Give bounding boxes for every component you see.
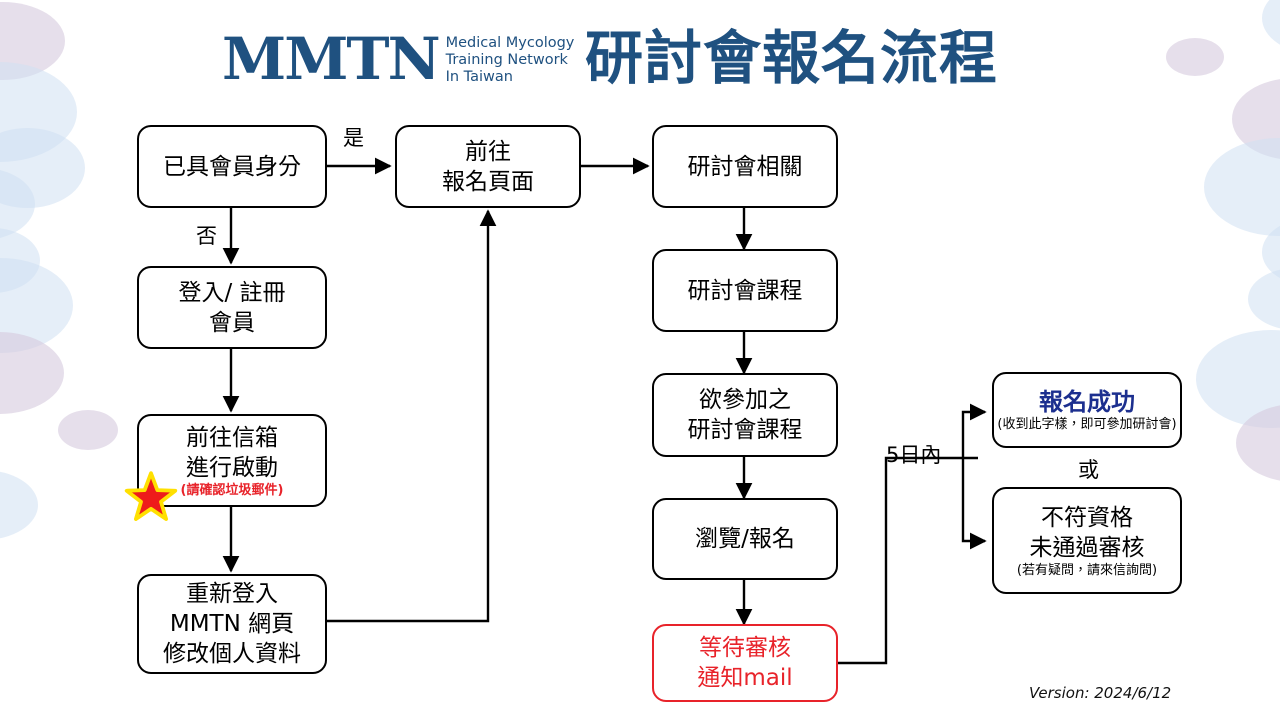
node-await-review-mail[interactable]: 等待審核 通知mail (652, 624, 838, 702)
node-activate-mailbox[interactable]: 前往信箱 進行啟動 (請確認垃圾郵件) (137, 414, 327, 507)
node-line: 前往信箱 (186, 424, 278, 451)
bg-blob (0, 228, 40, 293)
star-icon (124, 471, 178, 521)
bg-blob (1204, 138, 1280, 236)
bg-blob (1166, 38, 1224, 76)
node-line: 研討會課程 (687, 277, 803, 304)
node-line: 報名成功 (1039, 387, 1135, 416)
edge-split-to-rejected (961, 458, 987, 550)
node-line: 通知mail (697, 665, 793, 691)
bg-blob (1236, 404, 1280, 482)
node-registration-success[interactable]: 報名成功 (收到此字樣，即可參加研討會) (992, 372, 1182, 448)
edge-label-or: 或 (1078, 458, 1099, 482)
bg-blob (0, 332, 64, 414)
node-line: 修改個人資料 (163, 641, 301, 667)
mmtn-logo: MMTN Medical Mycology Training Network I… (222, 30, 574, 88)
node-line: 研討會課程 (687, 417, 803, 443)
node-member-check[interactable]: 已具會員身分 (137, 125, 327, 208)
bg-blob (0, 128, 85, 208)
node-seminar-courses[interactable]: 研討會課程 (652, 249, 838, 332)
node-not-qualified[interactable]: 不符資格 未通過審核 (若有疑問，請來信詢問) (992, 487, 1182, 594)
logo-tagline-line2: Training Network (445, 52, 568, 68)
node-note: (若有疑問，請來信詢問) (1016, 562, 1158, 578)
logo-wordmark: MMTN (222, 25, 441, 93)
node-login-register[interactable]: 登入/ 註冊 會員 (137, 266, 327, 349)
node-note: (收到此字樣，即可參加研討會) (997, 416, 1177, 432)
node-line: 進行啟動 (186, 454, 278, 481)
bg-blob (1196, 330, 1280, 428)
node-goto-registration-page[interactable]: 前往 報名頁面 (395, 125, 581, 208)
node-relogin-edit-profile[interactable]: 重新登入 MMTN 網頁 修改個人資料 (137, 574, 327, 674)
logo-tagline-line3: In Taiwan (445, 69, 513, 85)
node-browse-signup[interactable]: 瀏覽/報名 (652, 498, 838, 580)
node-line: 登入/ 註冊 (178, 279, 286, 306)
edge-relogin-to-registration (327, 209, 497, 623)
node-line: 欲參加之 (699, 387, 791, 413)
bg-blob (1262, 218, 1280, 286)
node-line: 研討會相關 (687, 153, 803, 180)
node-line: 前往 (465, 138, 511, 165)
node-line: 報名頁面 (442, 168, 534, 195)
page-title: 研討會報名流程 (585, 24, 999, 92)
node-line: 會員 (209, 309, 255, 336)
edge-label-no: 否 (196, 224, 217, 248)
node-line: 已具會員身分 (163, 153, 301, 180)
bg-blob (1248, 268, 1280, 330)
version-label: Version: 2024/6/12 (1029, 684, 1172, 702)
node-line: MMTN 網頁 (169, 611, 295, 637)
bg-blob (0, 258, 73, 353)
bg-blob (1262, 0, 1280, 54)
bg-blob (58, 410, 118, 450)
logo-tagline-line1: Medical Mycology (445, 35, 575, 51)
node-note: (請確認垃圾郵件) (180, 482, 284, 498)
node-line: 瀏覽/報名 (695, 526, 795, 552)
node-line: 重新登入 (186, 581, 278, 607)
edge-split-to-success (961, 403, 987, 458)
edge-await-to-split (838, 456, 978, 665)
bg-blob (0, 168, 35, 240)
node-line: 等待審核 (699, 635, 791, 661)
edge-label-yes: 是 (343, 126, 364, 150)
bg-blob (0, 470, 38, 540)
bg-blob (0, 2, 65, 80)
edge-label-within-five-days: 5日內 (886, 443, 942, 467)
bg-blob (1232, 78, 1280, 160)
node-line: 未通過審核 (1029, 534, 1145, 561)
bg-blob (0, 62, 77, 162)
node-line: 不符資格 (1041, 504, 1133, 531)
node-desired-courses[interactable]: 欲參加之 研討會課程 (652, 373, 838, 457)
logo-tagline: Medical Mycology Training Network In Tai… (446, 32, 575, 86)
node-seminar-related[interactable]: 研討會相關 (652, 125, 838, 208)
